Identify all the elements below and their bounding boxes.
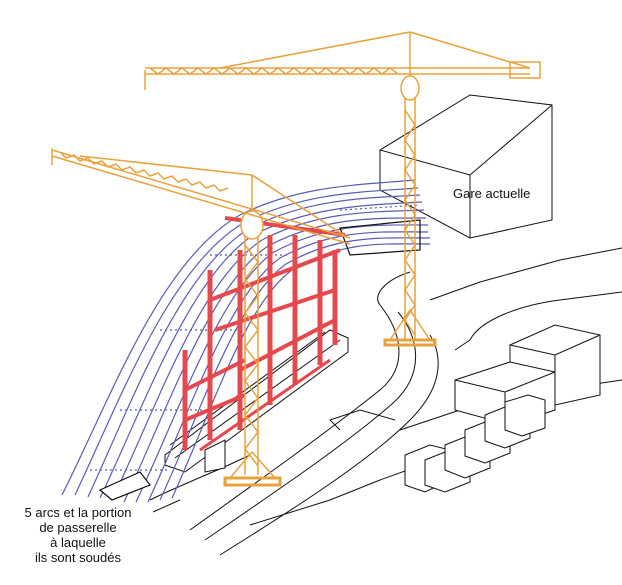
arcs-caption-line-3: à laquelle: [50, 535, 106, 550]
arcs-caption-line-4: ils sont soudés: [35, 550, 121, 565]
arcs-caption: 5 arcs et la portion de passerelle à laq…: [4, 505, 152, 565]
station-label: Gare actuelle: [453, 186, 531, 201]
arcs-caption-line-1: 5 arcs et la portion: [24, 505, 132, 520]
sheds: [404, 394, 546, 493]
scaffolding: [182, 216, 346, 452]
crane-left: [51, 148, 351, 487]
label-leader: [152, 499, 181, 513]
crane-right: [144, 31, 541, 347]
arches: [61, 179, 431, 503]
arcs-caption-line-2: de passerelle: [39, 520, 117, 535]
station-building: [379, 94, 553, 239]
